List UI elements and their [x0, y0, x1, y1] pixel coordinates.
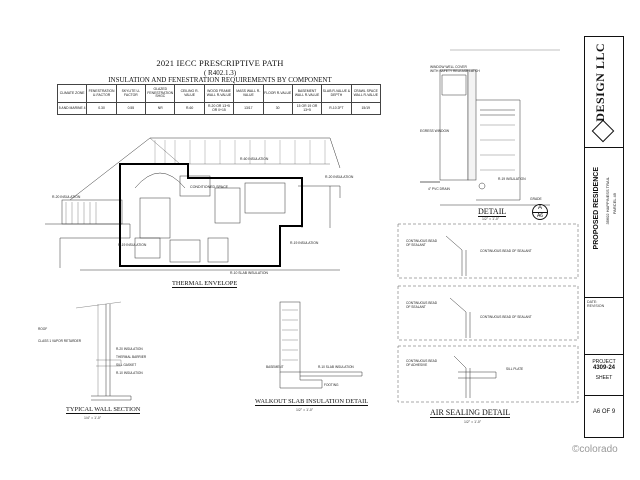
svg-text:SILL GASKET: SILL GASKET — [116, 363, 136, 367]
envelope-boundary — [119, 163, 303, 267]
svg-text:CONTINUOUS BEAD: CONTINUOUS BEAD — [406, 359, 438, 363]
detail-marker-sheet: A6 — [536, 213, 544, 219]
air-sealing-title: AIR SEALING DETAIL — [430, 408, 511, 418]
svg-text:R-19 INSULATION: R-19 INSULATION — [498, 177, 526, 181]
project-address: 35602 HAPPINESS TRAIL — [605, 177, 610, 225]
sheet-number: A6 OF 9 — [592, 409, 616, 415]
table-header-cell: CRAWL SPACE WALL R-VALUE — [350, 84, 382, 103]
table-cell: 5 AND MARINE 4 — [56, 102, 88, 115]
margin-stamp: ​ — [16, 60, 20, 100]
svg-text:SILL PLATE: SILL PLATE — [506, 367, 523, 371]
svg-text:R-19 INSULATION: R-19 INSULATION — [118, 243, 147, 247]
date-label: DATE: — [587, 300, 598, 304]
sheet-label: SHEET — [595, 375, 613, 381]
table-header-cell: MASS WALL R-VALUE — [233, 84, 264, 103]
air-sealing-scale: 1/2" = 1'-0" — [464, 420, 482, 424]
thermal-envelope-drawing: CONDITIONED SPACE R-60 INSULATION R-20 I… — [45, 137, 354, 275]
svg-text:R-60 INSULATION: R-60 INSULATION — [240, 157, 269, 161]
svg-text:CLASS 1 VAPOR RETARDER: CLASS 1 VAPOR RETARDER — [38, 339, 82, 343]
project-number: 4309-24 — [592, 365, 616, 371]
svg-text:FOOTING: FOOTING — [324, 383, 339, 387]
table-header-cell: SLAB R-VALUE & DEPTH — [321, 84, 352, 103]
project-title-box: PROPOSED RESIDENCE 35602 HAPPINESS TRAIL… — [585, 147, 623, 298]
firm-name: DESIGN LLC — [593, 43, 607, 122]
svg-text:BASEMENT: BASEMENT — [266, 365, 284, 369]
table-cell: NR — [145, 102, 176, 115]
air-sealing-drawing: CONTINUOUS BEAD OF SEALANT CONTINUOUS BE… — [397, 223, 579, 403]
svg-text:CONTINUOUS BEAD: CONTINUOUS BEAD — [406, 239, 438, 243]
svg-text:R-20 INSULATION: R-20 INSULATION — [116, 347, 143, 351]
table-cell: 15 OR 19 OR 13+5 — [291, 102, 323, 115]
firm-mark-icon — [591, 119, 615, 143]
table-cell: R-60 — [174, 102, 205, 115]
svg-text:CONTINUOUS BEAD OF SEALANT: CONTINUOUS BEAD OF SEALANT — [480, 315, 532, 319]
code-reference: ( R402.1.3) — [203, 69, 237, 77]
firm-logo: DESIGN LLC — [585, 37, 623, 148]
svg-text:R-20 INSULATION: R-20 INSULATION — [325, 175, 354, 179]
table-header-cell: GLAZED FENESTRATION SHGC — [145, 84, 176, 103]
project-label: PROJECT — [592, 359, 616, 365]
svg-text:R-19 INSULATION: R-19 INSULATION — [290, 241, 319, 245]
svg-text:OF ADHESIVE: OF ADHESIVE — [406, 363, 427, 367]
svg-text:R-10 SLAB INSULATION: R-10 SLAB INSULATION — [318, 365, 354, 369]
table-header-cell: CEILING R-VALUE — [174, 84, 205, 103]
svg-text:4" PVC DRAIN: 4" PVC DRAIN — [428, 187, 450, 191]
table-cell: 0.30 — [86, 102, 117, 115]
table-header-cell: FLOOR R-VALUE — [262, 84, 293, 103]
table-subtitle: INSULATION AND FENESTRATION REQUIREMENTS… — [108, 76, 332, 84]
svg-text:WITH SAFETY RELEASE LATCH: WITH SAFETY RELEASE LATCH — [430, 69, 480, 73]
detail-a-drawing: WINDOW WELL COVER WITH SAFETY RELEASE LA… — [420, 49, 560, 206]
project-parcel: PARCEL 49 — [612, 193, 617, 215]
thermal-envelope-title: THERMAL ENVELOPE — [172, 280, 238, 288]
svg-text:R-10 INSULATION: R-10 INSULATION — [116, 371, 143, 375]
svg-text:EGRESS WINDOW: EGRESS WINDOW — [420, 129, 450, 133]
detail-a-title: DETAIL — [478, 207, 507, 217]
svg-text:OF SEALANT: OF SEALANT — [406, 243, 426, 247]
table-header-cell: CLIMATE ZONE — [56, 84, 88, 103]
revision-label: REVISION — [587, 304, 605, 308]
table-header-cell: BASEMENT WALL R-VALUE — [291, 84, 323, 103]
table-cell: R-20 OR 13+5 OR 0+15 — [203, 102, 235, 115]
walkout-slab-scale: 1/2" = 1'-0" — [296, 408, 314, 412]
svg-text:R-20 INSULATION: R-20 INSULATION — [52, 195, 81, 199]
svg-text:THERMAL BARRIER: THERMAL BARRIER — [116, 355, 147, 359]
title-block: DESIGN LLC PROPOSED RESIDENCE 35602 HAPP… — [584, 36, 624, 438]
project-title: PROPOSED RESIDENCE — [593, 167, 600, 250]
table-header-cell: FENESTRATION U-FACTOR — [86, 84, 117, 103]
svg-text:CONTINUOUS BEAD: CONTINUOUS BEAD — [406, 301, 438, 305]
svg-text:OF SEALANT: OF SEALANT — [406, 305, 426, 309]
detail-callout-marker: A A6 — [532, 204, 548, 220]
sheet-title: 2021 IECC PRESCRIPTIVE PATH — [156, 58, 284, 68]
typical-wall-scale: 1/4" = 1'-0" — [84, 416, 102, 420]
watermark: ©colorado — [572, 444, 618, 455]
typical-wall-title: TYPICAL WALL SECTION — [66, 406, 141, 414]
table-cell: 0.55 — [115, 102, 147, 115]
svg-text:CONTINUOUS BEAD OF SEALANT: CONTINUOUS BEAD OF SEALANT — [480, 249, 532, 253]
table-header-cell: WOOD FRAME WALL R-VALUE — [203, 84, 235, 103]
svg-text:ROOF: ROOF — [38, 327, 47, 331]
svg-text:GRADE: GRADE — [530, 197, 543, 201]
svg-text:R-10 SLAB INSULATION: R-10 SLAB INSULATION — [230, 271, 269, 275]
table-cell: 13/17 — [233, 102, 264, 115]
table-cell: 30 — [262, 102, 293, 115]
table-header-cell: SKYLITE U-FACTOR — [115, 84, 147, 103]
revision-box: DATE: REVISION — [585, 297, 623, 355]
detail-a-scale: 1/2" = 1'-0" — [482, 217, 500, 221]
table-cell: R-10 2FT — [321, 102, 352, 115]
conditioned-space-label: CONDITIONED SPACE — [190, 185, 229, 189]
typical-wall-drawing: ROOF CLASS 1 VAPOR RETARDER R-20 INSULAT… — [38, 301, 147, 401]
walkout-slab-drawing: BASEMENT R-10 SLAB INSULATION FOOTING — [266, 301, 363, 389]
detail-marker-letter: A — [533, 205, 547, 213]
sheet-number-box: A6 OF 9 — [585, 395, 623, 437]
project-number-box: PROJECT 4309-24 SHEET — [585, 355, 623, 396]
svg-text:WINDOW WELL COVER: WINDOW WELL COVER — [430, 65, 467, 69]
table-cell: 15/19 — [350, 102, 382, 115]
walkout-slab-title: WALKOUT SLAB INSULATION DETAIL — [255, 398, 369, 406]
